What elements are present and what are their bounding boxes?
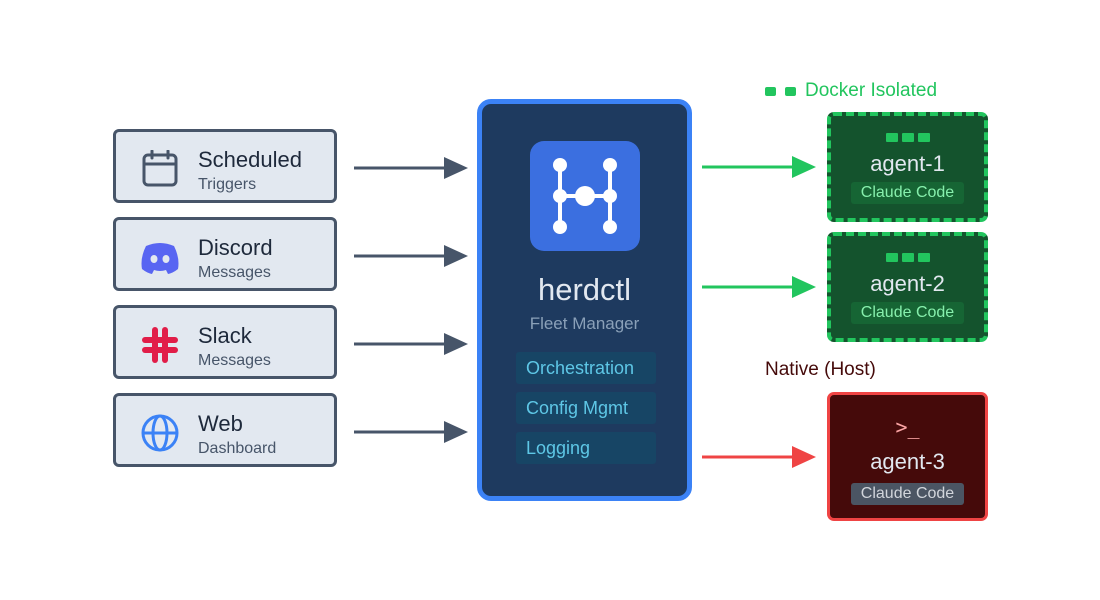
discord-icon bbox=[141, 243, 179, 274]
agent-card-2: agent-2 Claude Code bbox=[827, 232, 988, 342]
input-slack: Slack Messages bbox=[113, 305, 337, 379]
agent-name: agent-2 bbox=[870, 271, 945, 296]
docker-group-label: Docker Isolated bbox=[805, 80, 938, 101]
fleet-manager-subtitle: Fleet Manager bbox=[529, 314, 640, 333]
container-indicator bbox=[831, 133, 984, 142]
feature-config-mgmt: Config Mgmt bbox=[516, 392, 656, 424]
slack-icon bbox=[142, 327, 178, 363]
arrowhead-agent-2 bbox=[792, 276, 816, 298]
globe-icon bbox=[141, 414, 179, 452]
calendar-icon bbox=[142, 150, 178, 187]
agent-card-1: agent-1 Claude Code bbox=[827, 112, 988, 222]
docker-legend-dot bbox=[765, 87, 776, 96]
input-subtitle: Messages bbox=[198, 264, 271, 281]
arrowhead-scheduled bbox=[444, 157, 468, 179]
agent-tag: Claude Code bbox=[851, 483, 964, 505]
arrowhead-slack bbox=[444, 333, 468, 355]
input-web: Web Dashboard bbox=[113, 393, 337, 467]
arrowhead-agent-3 bbox=[792, 446, 816, 468]
herdctl-logo-icon bbox=[553, 158, 617, 234]
input-subtitle: Dashboard bbox=[198, 440, 277, 457]
input-title: Web bbox=[198, 411, 243, 436]
agent-tag: Claude Code bbox=[851, 302, 964, 324]
input-subtitle: Triggers bbox=[198, 176, 257, 193]
native-group-label: Native (Host) bbox=[765, 359, 876, 380]
arrowhead-agent-1 bbox=[792, 156, 816, 178]
agent-name: agent-3 bbox=[870, 449, 945, 474]
agent-card-3: >_ agent-3 Claude Code bbox=[827, 392, 988, 521]
docker-legend-dot bbox=[785, 87, 796, 96]
container-indicator bbox=[831, 253, 984, 262]
input-scheduled: Scheduled Triggers bbox=[113, 129, 337, 203]
terminal-prompt-icon: >_ bbox=[895, 415, 920, 439]
input-title: Slack bbox=[198, 323, 252, 348]
agent-name: agent-1 bbox=[870, 151, 945, 176]
arrowhead-web bbox=[444, 421, 468, 443]
feature-logging: Logging bbox=[516, 432, 656, 464]
feature-orchestration: Orchestration bbox=[516, 352, 656, 384]
input-title: Discord bbox=[198, 235, 273, 260]
input-discord: Discord Messages bbox=[113, 217, 337, 291]
arrowhead-discord bbox=[444, 245, 468, 267]
herdctl-logo bbox=[530, 141, 640, 251]
agent-tag: Claude Code bbox=[851, 182, 964, 204]
fleet-manager-title: herdctl bbox=[537, 272, 632, 307]
fleet-manager-box: herdctl Fleet Manager Orchestration Conf… bbox=[477, 99, 692, 501]
input-title: Scheduled bbox=[198, 147, 302, 172]
input-subtitle: Messages bbox=[198, 352, 271, 369]
